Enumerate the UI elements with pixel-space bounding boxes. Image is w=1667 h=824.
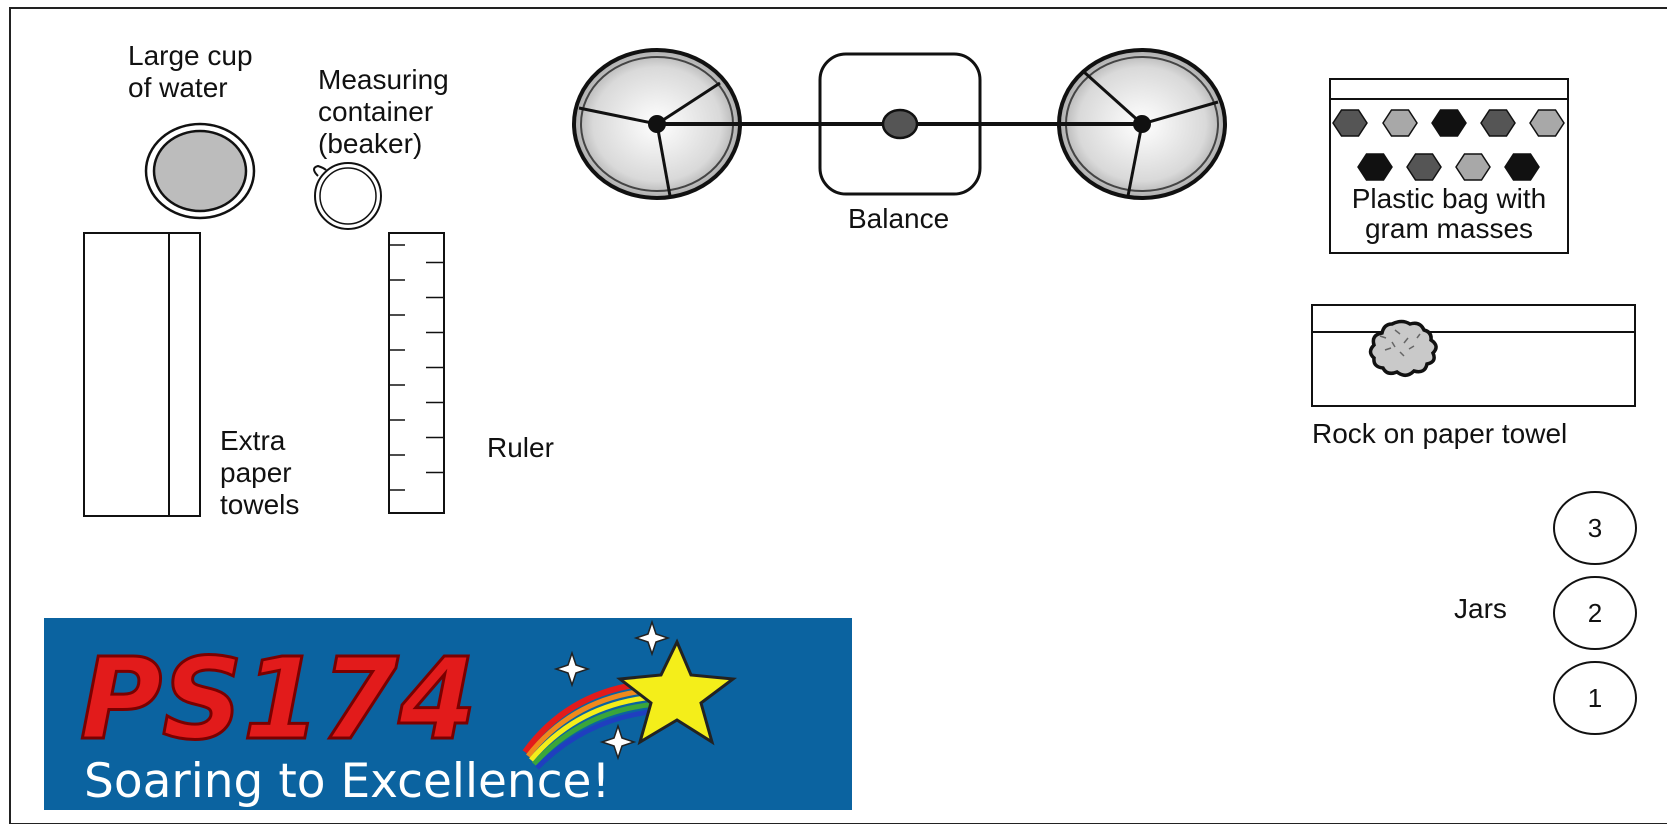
beaker-spout-icon — [313, 164, 327, 177]
rainbow-trail-yellow — [529, 694, 655, 762]
ruler-label: Ruler — [487, 432, 554, 463]
beaker-label-line1: Measuring — [318, 64, 449, 95]
sparkle-icon — [633, 619, 671, 657]
rock-label: Rock on paper towel — [1312, 418, 1567, 449]
jar-3[interactable] — [1553, 491, 1637, 565]
left-pan-spoke — [655, 123, 672, 197]
beaker-label-line2: container — [318, 96, 433, 127]
beaker-label-line3: (beaker) — [318, 128, 422, 159]
gram-mass[interactable] — [1504, 153, 1540, 181]
gram-mass[interactable] — [1382, 109, 1418, 137]
gram-mass[interactable] — [1455, 153, 1491, 181]
gram-mass-bag[interactable]: Plastic bag with gram masses — [1329, 78, 1569, 254]
left-pan-pivot — [648, 115, 666, 133]
balance-label: Balance — [848, 203, 949, 234]
jar-number: 2 — [1588, 598, 1602, 628]
diagram-border — [9, 7, 1667, 824]
large-cup-of-water: Large cup of water — [128, 40, 256, 220]
balance[interactable] — [572, 48, 1227, 200]
jar-2[interactable] — [1553, 576, 1637, 650]
rainbow-trail-green — [532, 701, 657, 766]
balance-center-knob — [881, 108, 919, 140]
gram-masses — [1332, 109, 1565, 181]
rainbow-trail-blue — [535, 708, 659, 770]
sparkle-icon — [553, 650, 591, 688]
right-pan-spoke — [1141, 100, 1219, 126]
measuring-beaker: Measuring container (beaker) — [313, 64, 449, 230]
star-icon — [616, 638, 738, 746]
jar-1[interactable] — [1553, 661, 1637, 735]
sparkle-icon — [599, 723, 637, 761]
banner-background — [44, 618, 852, 810]
cup-label-line2: of water — [128, 72, 228, 103]
rock-texture — [1379, 329, 1421, 357]
right-pan-pivot — [1133, 115, 1151, 133]
rock-on-paper-towel[interactable] — [1311, 304, 1636, 407]
gram-mass[interactable] — [1529, 109, 1565, 137]
gram-mass[interactable] — [1357, 153, 1393, 181]
gram-mass[interactable] — [1332, 109, 1368, 137]
beaker-inner — [319, 167, 377, 225]
right-pan-spoke — [1082, 70, 1144, 126]
banner-subtitle: Soaring to Excellence! — [84, 754, 610, 809]
jars-label: Jars — [1454, 593, 1507, 624]
jars: 3 2 1 — [1553, 491, 1637, 735]
paper-towel — [1311, 304, 1636, 407]
ruler-ticks — [389, 244, 444, 491]
bag-label-line2: gram masses — [1365, 213, 1533, 244]
ruler-body — [388, 232, 445, 514]
cup-label-line1: Large cup — [128, 40, 253, 71]
towels-label-line2: paper — [220, 457, 292, 488]
ruler[interactable] — [388, 232, 445, 514]
cup-water[interactable] — [152, 129, 248, 213]
extra-paper-towels[interactable] — [83, 232, 201, 517]
gram-mass[interactable] — [1431, 109, 1467, 137]
ps174-banner: PS174 Soaring to Excellence! — [44, 618, 852, 810]
gram-mass[interactable] — [1406, 153, 1442, 181]
jar-number: 1 — [1588, 683, 1602, 713]
towels-label-line1: Extra — [220, 425, 286, 456]
towel-stack — [83, 232, 201, 517]
left-pan-spoke — [656, 81, 721, 126]
banner-title: PS174 — [80, 635, 477, 765]
towels-label-line3: towels — [220, 489, 299, 520]
right-pan-spoke — [1126, 123, 1144, 197]
left-pan-spoke — [578, 106, 658, 126]
jar-number: 3 — [1588, 513, 1602, 543]
bag-label-line1: Plastic bag with — [1352, 183, 1547, 214]
rainbow-trail-orange — [526, 687, 653, 758]
gram-mass[interactable] — [1480, 109, 1516, 137]
